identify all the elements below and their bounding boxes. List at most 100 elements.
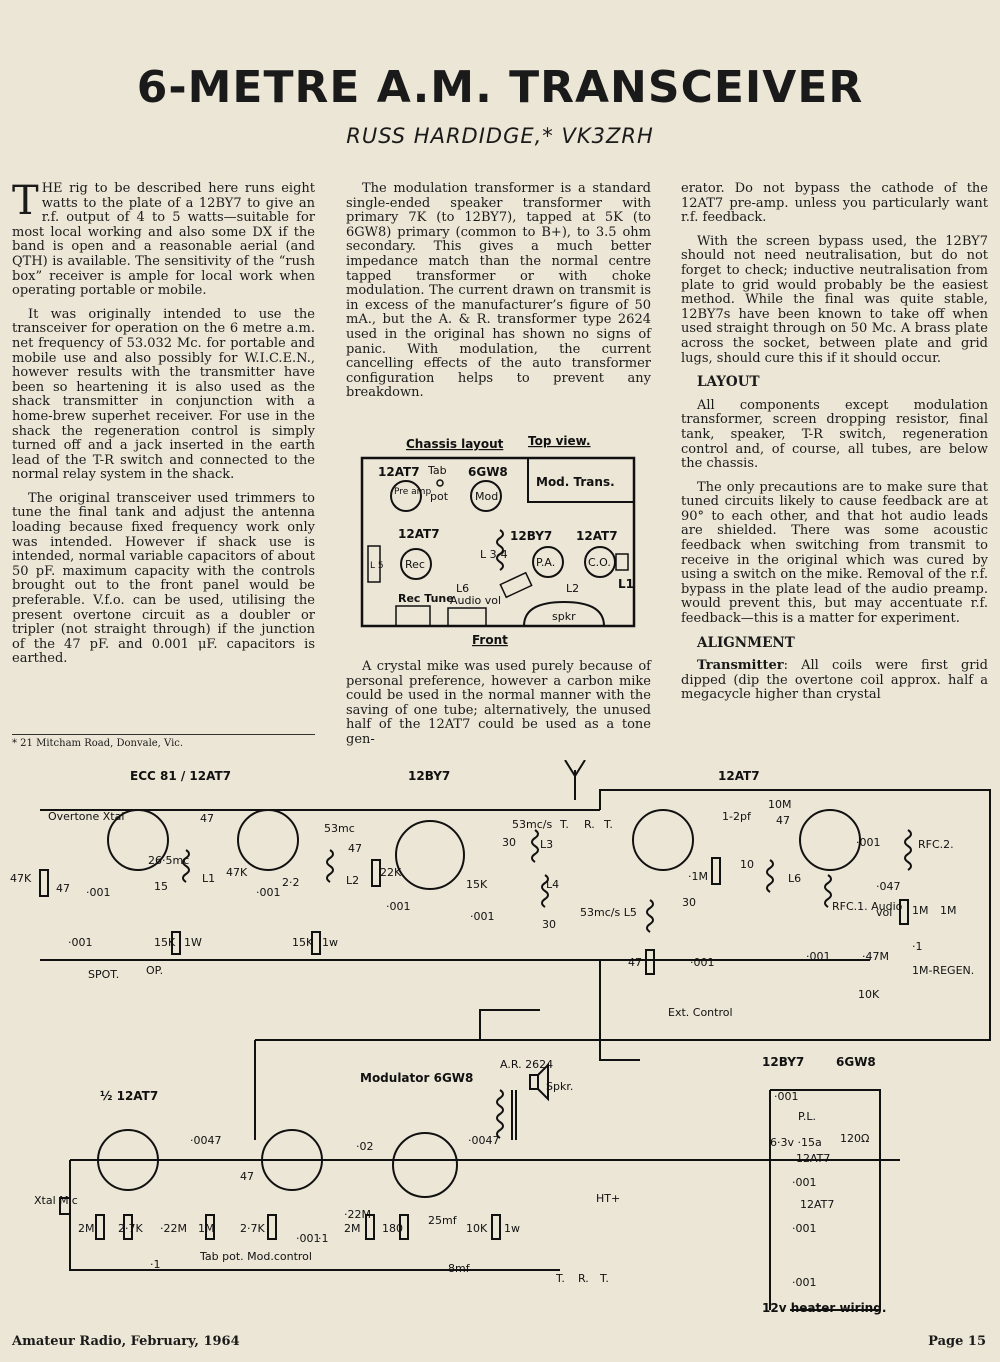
part-label: ·001: [296, 1232, 321, 1245]
part-label: 1M: [198, 1222, 215, 1235]
part-label: 1M: [940, 904, 957, 917]
text-column-3: erator. Do not bypass the cathode of the…: [681, 181, 988, 712]
chassis-label: 6GW8: [468, 465, 508, 479]
paragraph: The modulation transformer is a standard…: [346, 181, 651, 401]
part-label: 15: [154, 880, 168, 893]
part-label: 53mc/s L5: [580, 906, 637, 919]
heater-caption: 12v heater wiring.: [762, 1301, 886, 1315]
part-label: 30: [542, 918, 556, 931]
tube-label: ECC 81 / 12AT7: [130, 769, 231, 783]
paragraph: It was originally intended to use the tr…: [12, 306, 315, 483]
chassis-label: 12BY7: [510, 529, 552, 543]
part-label: 2M: [78, 1222, 95, 1235]
part-label: ·47M: [862, 950, 889, 963]
part-label: 2M: [344, 1222, 361, 1235]
article-byline: RUSS HARDIDGE,* VK3ZRH: [346, 124, 654, 148]
part-label: 180: [382, 1222, 403, 1235]
part-label: 1W: [184, 936, 202, 949]
text-column-2: The modulation transformer is a standard…: [346, 181, 651, 410]
article-title: 6-METRE A.M. TRANSCEIVER: [136, 62, 864, 113]
heater-label: 6GW8: [836, 1055, 876, 1069]
chassis-label: 12AT7: [378, 465, 420, 479]
part-label: RFC.1. Audio: [832, 900, 903, 913]
part-label: T.: [555, 1272, 565, 1285]
part-label: ·22M: [160, 1222, 187, 1235]
paragraph: A crystal mike was used purely because o…: [346, 659, 651, 747]
part-label: Spkr.: [546, 1080, 573, 1093]
part-label: ·001: [386, 900, 411, 913]
part-label: T.: [599, 1272, 609, 1285]
drop-cap: T: [12, 178, 39, 224]
chassis-label: L6: [456, 582, 469, 595]
part-label: ·001: [68, 936, 93, 949]
tube-label: 12BY7: [408, 769, 450, 783]
part-label: ·001: [86, 886, 111, 899]
heater-label: P.L.: [798, 1110, 816, 1123]
part-label: 30: [682, 896, 696, 909]
part-label: L1: [202, 872, 215, 885]
chassis-label: L1: [618, 577, 634, 591]
part-label: 47K: [10, 872, 32, 885]
chassis-caption-topview: Top view.: [528, 434, 591, 448]
chassis-label: Pre amp: [394, 487, 431, 497]
chassis-label: P.A.: [536, 556, 555, 569]
chassis-caption: Chassis layout: [406, 437, 504, 451]
part-label: SPOT.: [88, 968, 119, 981]
part-label: ·001: [256, 886, 281, 899]
part-label: 1w: [322, 936, 338, 949]
section-heading: ALIGNMENT: [697, 634, 795, 651]
paragraph: All components except modulation transfo…: [681, 397, 988, 472]
part-label: ·22M: [344, 1208, 371, 1221]
paragraph: Transmitter: All coils were first grid d…: [681, 658, 988, 703]
part-label: 47: [56, 882, 70, 895]
part-label: 10K: [858, 988, 880, 1001]
chassis-label: Tab: [427, 464, 447, 477]
paragraph: The only precautions are to make sure th…: [681, 479, 988, 627]
chassis-label: Rec: [405, 558, 425, 571]
part-label: ·001: [470, 910, 495, 923]
part-label: 53mc: [324, 822, 355, 835]
chassis-label: C.O.: [588, 556, 611, 569]
part-label: HT+: [596, 1192, 620, 1205]
part-label: 1-2pf: [722, 810, 752, 823]
part-label: T.: [559, 818, 569, 831]
part-label: 1w: [504, 1222, 520, 1235]
part-label: L2: [346, 874, 359, 887]
part-label: L6: [788, 872, 801, 885]
chassis-label: spkr: [552, 610, 576, 623]
part-label: RFC.2.: [918, 838, 954, 851]
part-label: A.R. 2624: [500, 1058, 553, 1071]
part-label: 15K: [466, 878, 488, 891]
heater-label: ·001: [792, 1176, 817, 1189]
part-label: 47K: [226, 866, 248, 879]
tube-label: 12AT7: [718, 769, 760, 783]
part-label: 10: [740, 858, 754, 871]
tube-label: ½ 12AT7: [100, 1089, 158, 1103]
chassis-label: Rec Tune: [398, 592, 454, 605]
part-label: 25mf: [428, 1214, 458, 1227]
part-label: 47: [628, 956, 642, 969]
heater-label: 6·3v ·15a: [770, 1136, 822, 1149]
part-label: 2·2: [282, 876, 300, 889]
part-label: Ext. Control: [668, 1006, 733, 1019]
footer-publication: Amateur Radio, February, 1964: [12, 1334, 240, 1349]
chassis-label: L 5: [370, 561, 384, 571]
chassis-label: Front: [472, 633, 508, 647]
part-label: 15K: [154, 936, 176, 949]
part-label: Overtone Xtal: [48, 810, 124, 823]
part-label: ·047: [876, 880, 901, 893]
heater-label: 12AT7: [800, 1198, 834, 1211]
part-label: OP.: [146, 964, 163, 977]
part-label: 47: [776, 814, 790, 827]
part-label: vol: [876, 906, 892, 919]
part-label: Tab pot. Mod.control: [199, 1250, 312, 1263]
part-label: 8mf: [448, 1262, 471, 1275]
part-label: R.: [578, 1272, 589, 1285]
part-label: ·001: [806, 950, 831, 963]
chassis-label: 12AT7: [576, 529, 618, 543]
part-label: ·001: [690, 956, 715, 969]
part-label: ·02: [356, 1140, 374, 1153]
part-label: R.: [584, 818, 595, 831]
